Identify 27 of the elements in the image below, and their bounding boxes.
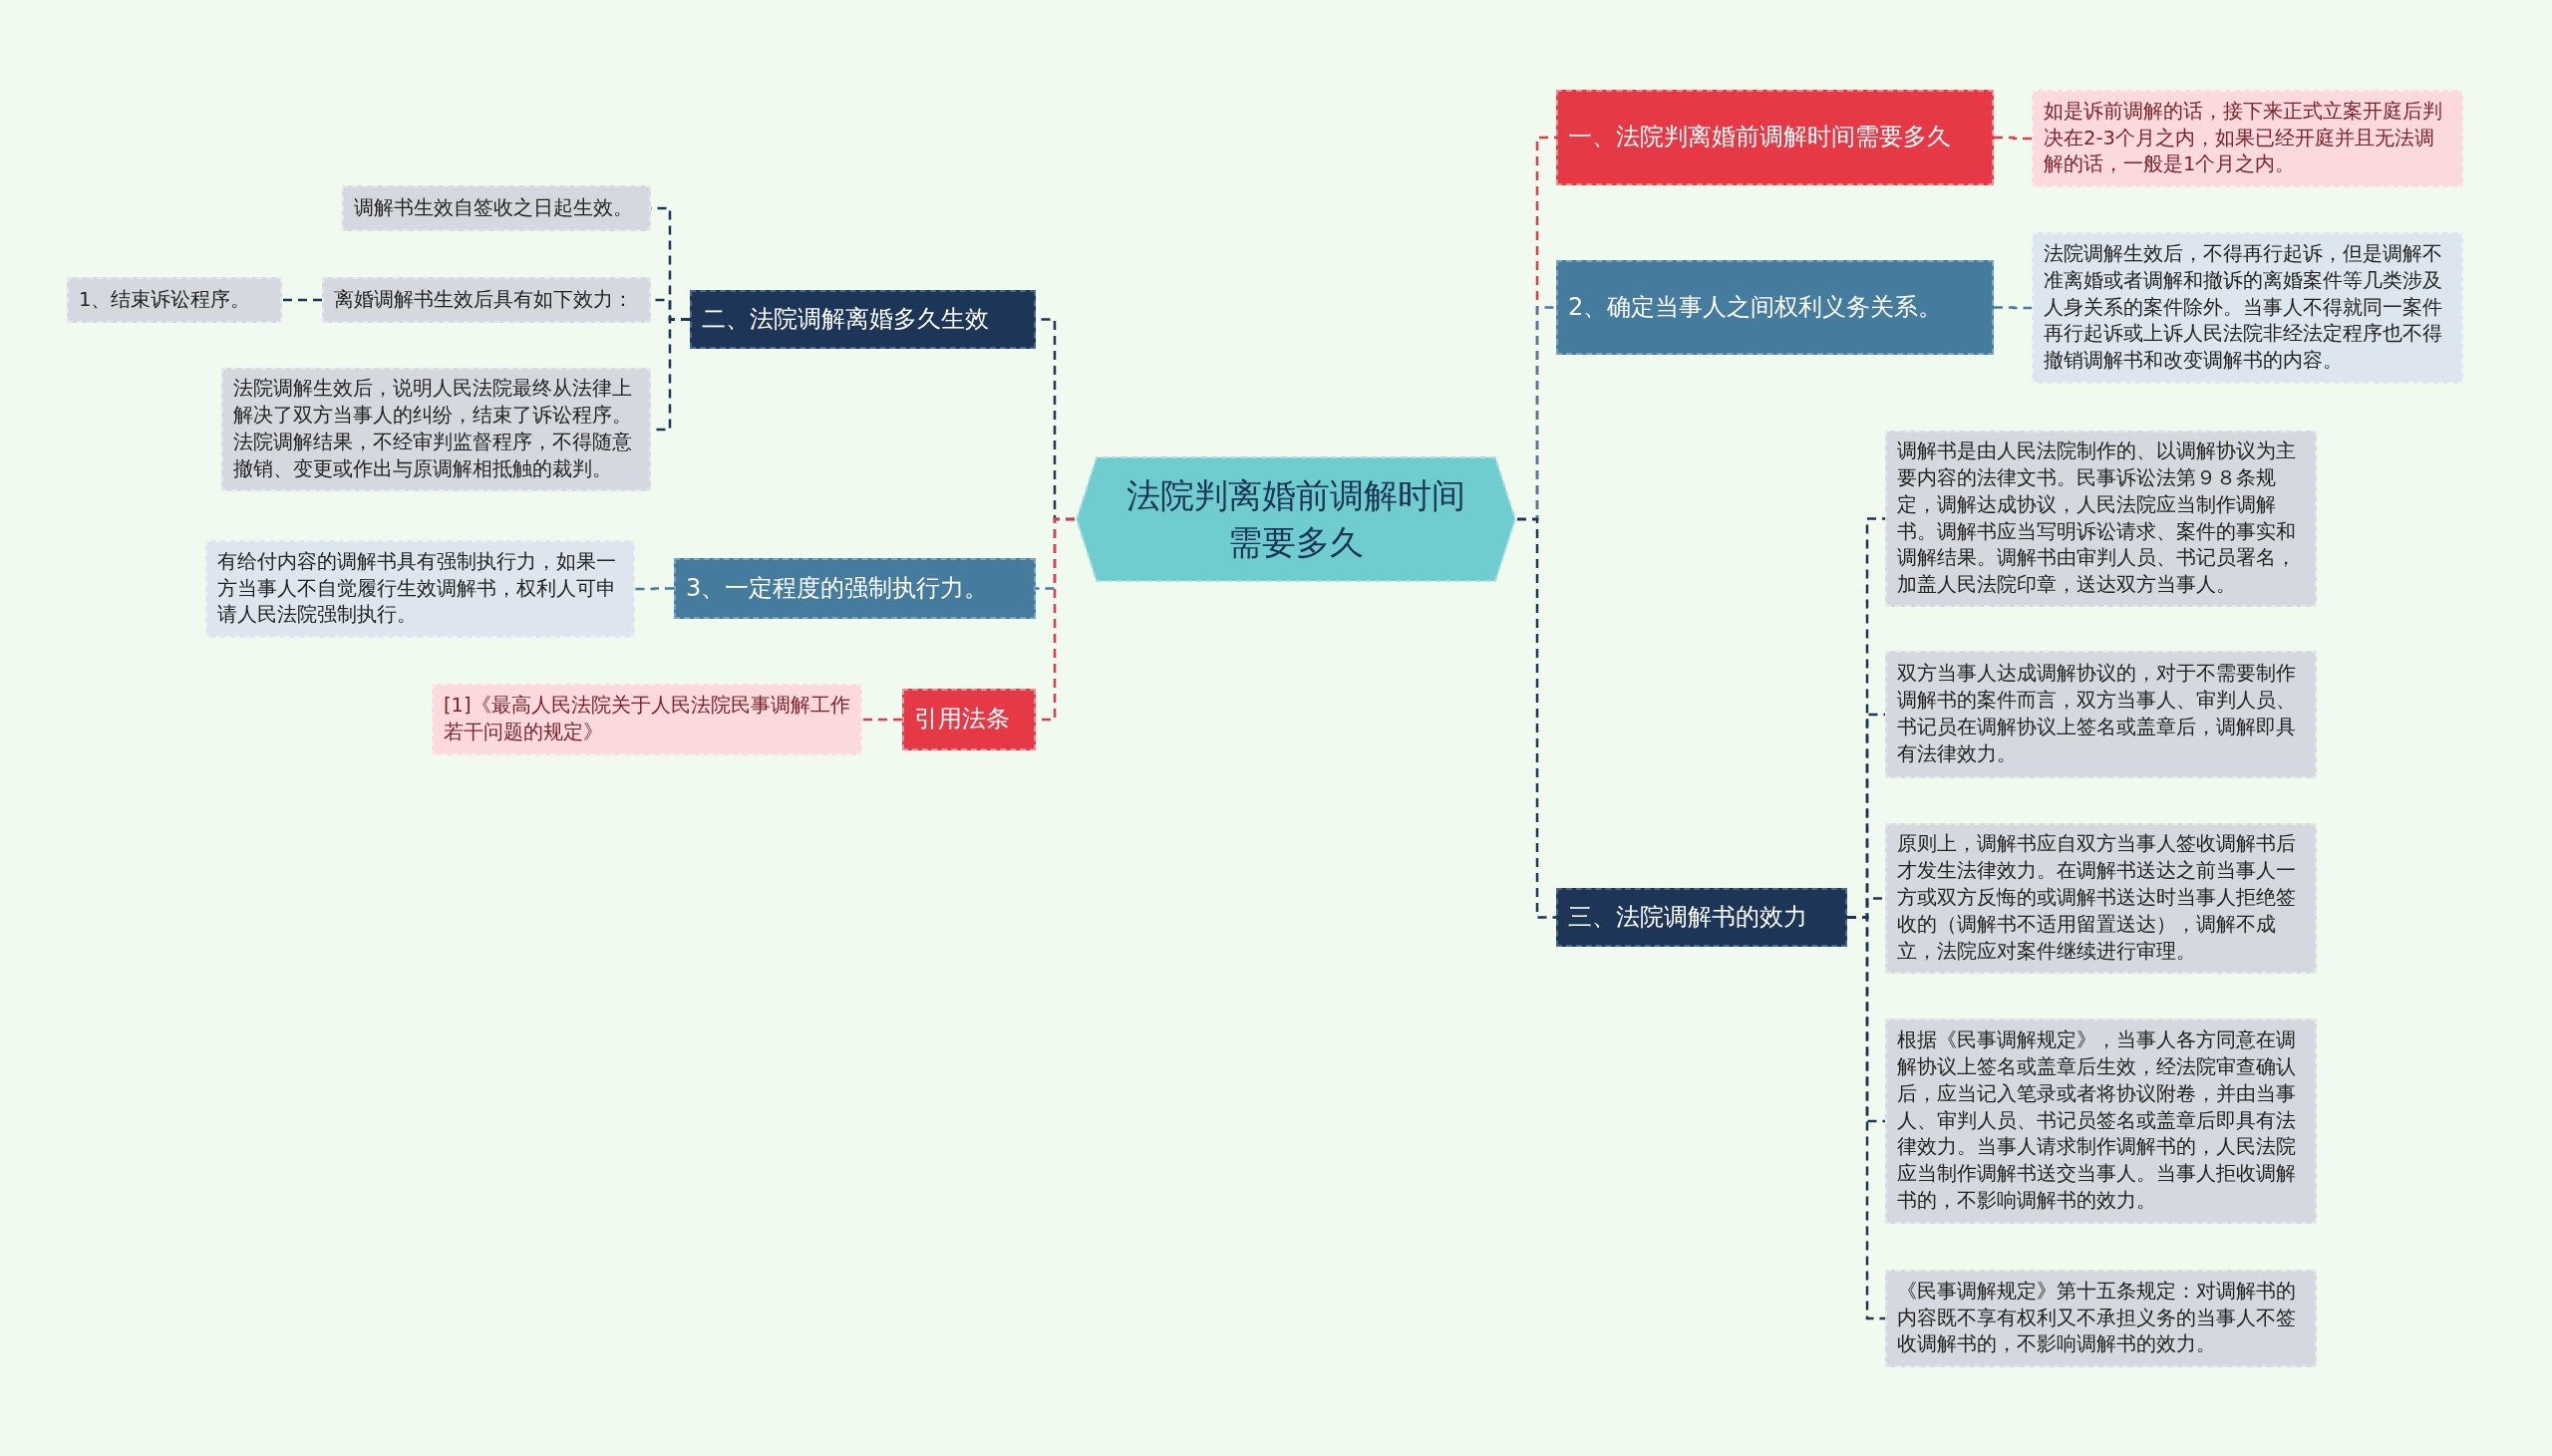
branch-box: 一、法院判离婚前调解时间需要多久 xyxy=(1556,90,1994,185)
note-box: 调解书是由人民法院制作的、以调解协议为主要内容的法律文书。民事诉讼法第９８条规定，调解达成协议，人民法院应当制作调解书。调解书应当写明诉讼请求、案件的事实和调解结果。调解书由审判人员、书记员署名，加盖人民法院印章，送达双方当事人。 xyxy=(1885,431,2317,607)
note-box: 1、结束诉讼程序。 xyxy=(67,277,282,323)
branch-box: 2、确定当事人之间权利义务关系。 xyxy=(1556,260,1994,355)
branch-box: 引用法条 xyxy=(902,689,1036,750)
note-box: [1]《最高人民法院关于人民法院民事调解工作若干问题的规定》 xyxy=(432,684,862,755)
connector xyxy=(1994,306,2032,310)
connector xyxy=(282,298,322,302)
note-box: 原则上，调解书应自双方当事人签收调解书后才发生法律效力。在调解书送达之前当事人一方或双方反悔的或调解书送达时当事人拒绝签收的（调解书不适用留置送达），调解不成立，法院应对案件继续进行审理。 xyxy=(1885,823,2317,974)
note-box: 如是诉前调解的话，接下来正式立案开庭后判决在2-3个月之内，如果已经开庭并且无法调解的话，一般是1个月之内。 xyxy=(2032,90,2463,187)
branch-box: 3、一定程度的强制执行力。 xyxy=(674,558,1036,619)
topic-hexagon: 法院判离婚前调解时间需要多久 xyxy=(1075,455,1517,583)
note-box: 离婚调解书生效后具有如下效力： xyxy=(322,277,651,323)
connector xyxy=(862,718,902,722)
note-box: 《民事调解规定》第十五条规定：对调解书的内容既不享有权利又不承担义务的当事人不签收调解书的，不影响调解书的效力。 xyxy=(1885,1270,2317,1367)
note-box: 双方当事人达成调解协议的，对于不需要制作调解书的案件而言，双方当事人、审判人员、书记员在调解协议上签名或盖章后，调解即具有法律效力。 xyxy=(1885,651,2317,778)
note-box: 法院调解生效后，说明人民法院最终从法律上解决了双方当事人的纠纷，结束了诉讼程序。法院调解结果，不经审判监督程序，不得随意撤销、变更或作出与原调解相抵触的裁判。 xyxy=(221,368,651,491)
connector xyxy=(1994,136,2032,141)
note-box: 有给付内容的调解书具有强制执行力，如果一方当事人不自觉履行生效调解书，权利人可申请人民法院强制执行。 xyxy=(205,540,635,638)
note-box: 法院调解生效后，不得再行起诉，但是调解不准离婚或者调解和撤诉的离婚案件等几类涉及人身关系的案件除外。当事人不得就同一案件再行起诉或上诉人民法院非经法定程序也不得撤销调解书和改变调解书的内容。 xyxy=(2032,232,2463,384)
connector xyxy=(635,587,674,591)
note-box: 根据《民事调解规定》，当事人各方同意在调解协议上签名或盖章后生效，经法院审查确认后，应当记入笔录或者将协议附卷，并由当事人、审判人员、书记员签名或盖章后即具有法律效力。当事人请求制作调解书的，人民法院应当制作调解书送交当事人。当事人拒收调解书的，不影响调解书的效力。 xyxy=(1885,1019,2317,1224)
note-box: 调解书生效自签收之日起生效。 xyxy=(342,185,651,231)
branch-box: 三、法院调解书的效力 xyxy=(1556,888,1847,947)
connector xyxy=(1517,517,1556,919)
branch-box: 二、法院调解离婚多久生效 xyxy=(690,290,1036,349)
connector xyxy=(1847,916,1885,1320)
